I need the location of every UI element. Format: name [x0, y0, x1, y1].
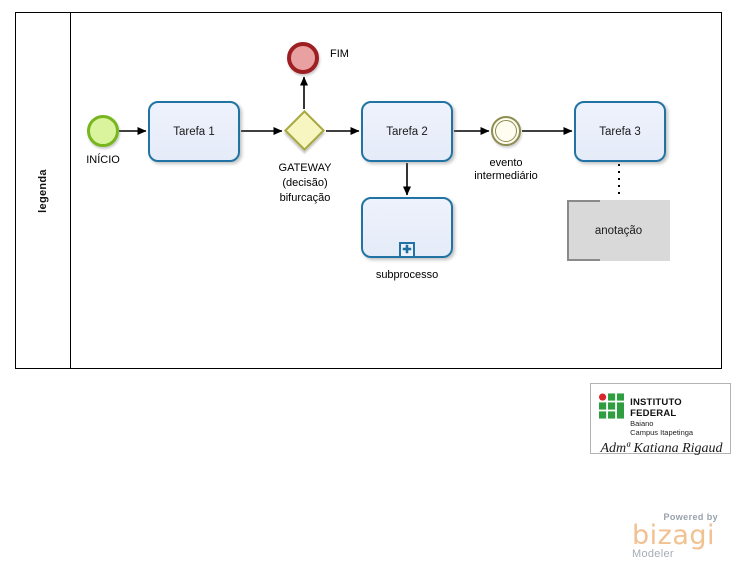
- subprocess-plus-icon: ✚: [399, 242, 415, 258]
- start-event: [87, 115, 119, 147]
- task-tarefa3-label: Tarefa 3: [599, 125, 641, 138]
- modeler-text: Modeler: [632, 548, 674, 560]
- instituto-federal-logo-icon: [599, 393, 625, 419]
- annotation: anotação: [567, 200, 670, 261]
- annotation-label: anotação: [594, 224, 643, 237]
- subprocess-label: subprocesso: [375, 269, 439, 281]
- annotation-bracket-top: [567, 200, 600, 202]
- start-event-label: INÍCIO: [86, 154, 120, 166]
- end-event: [287, 42, 319, 74]
- task-tarefa1-label: Tarefa 1: [173, 125, 215, 138]
- bizagi-logo-text: bizagi: [632, 520, 715, 551]
- annotation-bracket: [567, 200, 569, 261]
- pool-label: legenda: [37, 168, 49, 213]
- powered-by-text: Powered by: [663, 512, 718, 522]
- bizagi-watermark: Powered by bizagi Modeler: [632, 512, 718, 560]
- institution-name: INSTITUTO FEDERAL: [630, 397, 682, 419]
- annotation-bracket-bottom: [567, 259, 600, 261]
- task-tarefa1: Tarefa 1: [148, 101, 240, 162]
- institution-line3: Campus Itapetinga: [630, 428, 694, 437]
- task-tarefa3: Tarefa 3: [574, 101, 666, 162]
- logo-card: INSTITUTO FEDERAL Baiano Campus Itapetin…: [590, 383, 731, 456]
- task-tarefa2: Tarefa 2: [361, 101, 453, 162]
- subprocess: ✚: [361, 197, 453, 258]
- gateway-label: GATEWAY (decisão) bifurcação: [278, 162, 332, 204]
- author-signature: Admª Katiana Rigaud: [600, 441, 723, 456]
- pool-header: legenda: [16, 13, 71, 368]
- intermediate-event: [491, 116, 521, 146]
- task-tarefa2-label: Tarefa 2: [386, 125, 428, 138]
- end-event-label: FIM: [330, 48, 349, 60]
- institution-line2: Baiano: [630, 419, 654, 428]
- pool-legenda: legenda: [15, 12, 722, 369]
- intermediate-event-label: evento intermediário: [474, 157, 538, 182]
- intermediate-event-inner-ring: [495, 120, 517, 142]
